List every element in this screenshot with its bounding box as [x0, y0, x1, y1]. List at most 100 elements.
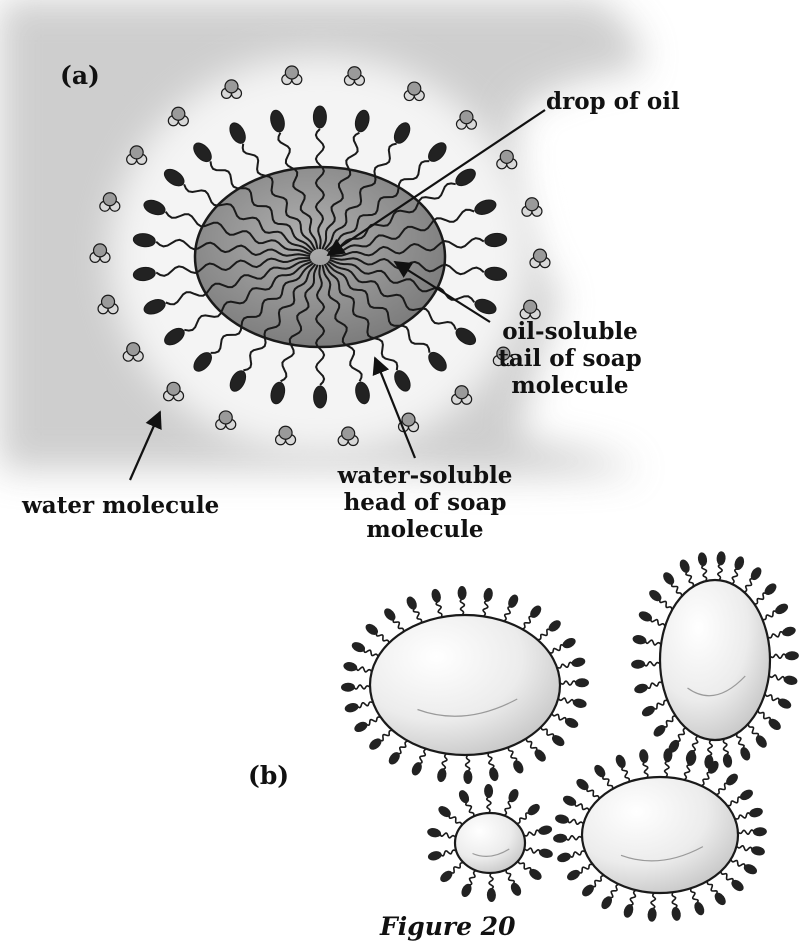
label-oil-tail-line-1: oil-soluble [470, 318, 670, 345]
soap-tail [504, 801, 511, 816]
soap-tail [744, 579, 753, 593]
soap-tail [592, 875, 604, 887]
soap-head [554, 813, 570, 825]
soap-tail [579, 864, 593, 873]
soap-head [647, 588, 664, 604]
soap-head [405, 595, 419, 612]
micelles-panel-b [341, 551, 799, 922]
soap-tail [664, 716, 676, 727]
soap-head [575, 678, 589, 687]
label-oil-tail-line-2: tail of soap [470, 345, 670, 372]
soap-tail [489, 873, 493, 889]
soap-head [488, 766, 500, 782]
oxygen-atom [167, 382, 180, 395]
oxygen-atom [460, 111, 473, 124]
soap-head [341, 683, 355, 692]
soap-head [766, 716, 783, 732]
soap-head [640, 704, 657, 719]
soap-tail [380, 730, 392, 741]
soap-head [556, 851, 572, 864]
soap-tail [672, 892, 677, 908]
soap-tail [441, 850, 457, 856]
soap-tail [748, 724, 758, 737]
soap-head [753, 827, 767, 837]
soap-head [511, 759, 525, 776]
soap-head [733, 555, 746, 571]
soap-tail [728, 797, 742, 806]
soap-head [685, 751, 698, 767]
soap-tail [686, 572, 693, 587]
soap-head [651, 723, 667, 739]
soap-head [527, 867, 544, 883]
soap-head [614, 753, 628, 769]
soap-tail [691, 888, 698, 903]
soap-tail [413, 609, 421, 623]
soap-tail [550, 645, 564, 653]
soap-head [537, 824, 553, 836]
soap-head [753, 733, 769, 750]
soap-head [430, 588, 442, 604]
soap-tail [763, 611, 777, 620]
soap-head [314, 386, 327, 408]
oil-droplet [660, 580, 770, 740]
oxygen-atom [402, 413, 415, 426]
soap-head [783, 674, 799, 686]
soap-head [574, 777, 591, 793]
soap-head [738, 787, 755, 802]
soap-tail [575, 803, 590, 810]
soap-tail [366, 717, 380, 725]
soap-head [546, 618, 563, 634]
oxygen-atom [225, 80, 238, 93]
soap-tail [770, 654, 786, 658]
oxygen-atom [455, 386, 468, 399]
micelle-tall [631, 551, 799, 769]
soap-tail [718, 564, 722, 580]
soap-tail [524, 848, 540, 853]
soap-head [457, 788, 471, 805]
soap-tail [645, 640, 661, 645]
soap-head [482, 587, 494, 603]
soap-tail [677, 728, 686, 742]
soap-tail [702, 772, 711, 786]
soap-head [427, 850, 443, 862]
oxygen-atom [285, 66, 298, 79]
oxygen-atom [94, 244, 107, 257]
soap-tail [522, 616, 532, 629]
soap-tail [526, 739, 537, 751]
oxygen-atom [408, 82, 421, 95]
oil-droplet [370, 615, 560, 755]
soap-tail [466, 802, 474, 816]
soap-tail [508, 747, 516, 761]
soap-head [762, 581, 778, 597]
soap-tail [552, 714, 567, 721]
oxygen-atom [500, 150, 513, 163]
oxygen-atom [525, 198, 538, 211]
soap-tail [723, 739, 728, 755]
oxygen-atom [279, 426, 292, 439]
soap-head [528, 603, 544, 620]
soap-tail [737, 734, 744, 749]
panel-b-label: (b) [248, 762, 289, 789]
soap-tail [693, 736, 698, 751]
soap-head [438, 868, 455, 884]
soap-tail [643, 762, 648, 778]
soap-head [457, 586, 466, 600]
label-oil-soluble-tail: oil-soluble tail of soap molecule [470, 318, 670, 399]
label-water-soluble-head: water-soluble head of soap molecule [325, 462, 525, 543]
soap-head [647, 907, 657, 922]
soap-tail [587, 788, 600, 798]
soap-tail [538, 629, 550, 640]
soap-tail [707, 881, 717, 894]
soap-tail [469, 870, 476, 885]
soap-tail [558, 698, 574, 703]
soap-head [532, 747, 548, 764]
soap-head [622, 903, 635, 919]
soap-head [722, 753, 733, 768]
soap-tail [685, 765, 690, 780]
oil-drop [195, 167, 445, 347]
soap-head [724, 771, 740, 787]
soap-head [525, 802, 542, 818]
soap-tail [377, 633, 390, 643]
soap-tail [518, 861, 531, 871]
soap-tail [622, 767, 629, 782]
